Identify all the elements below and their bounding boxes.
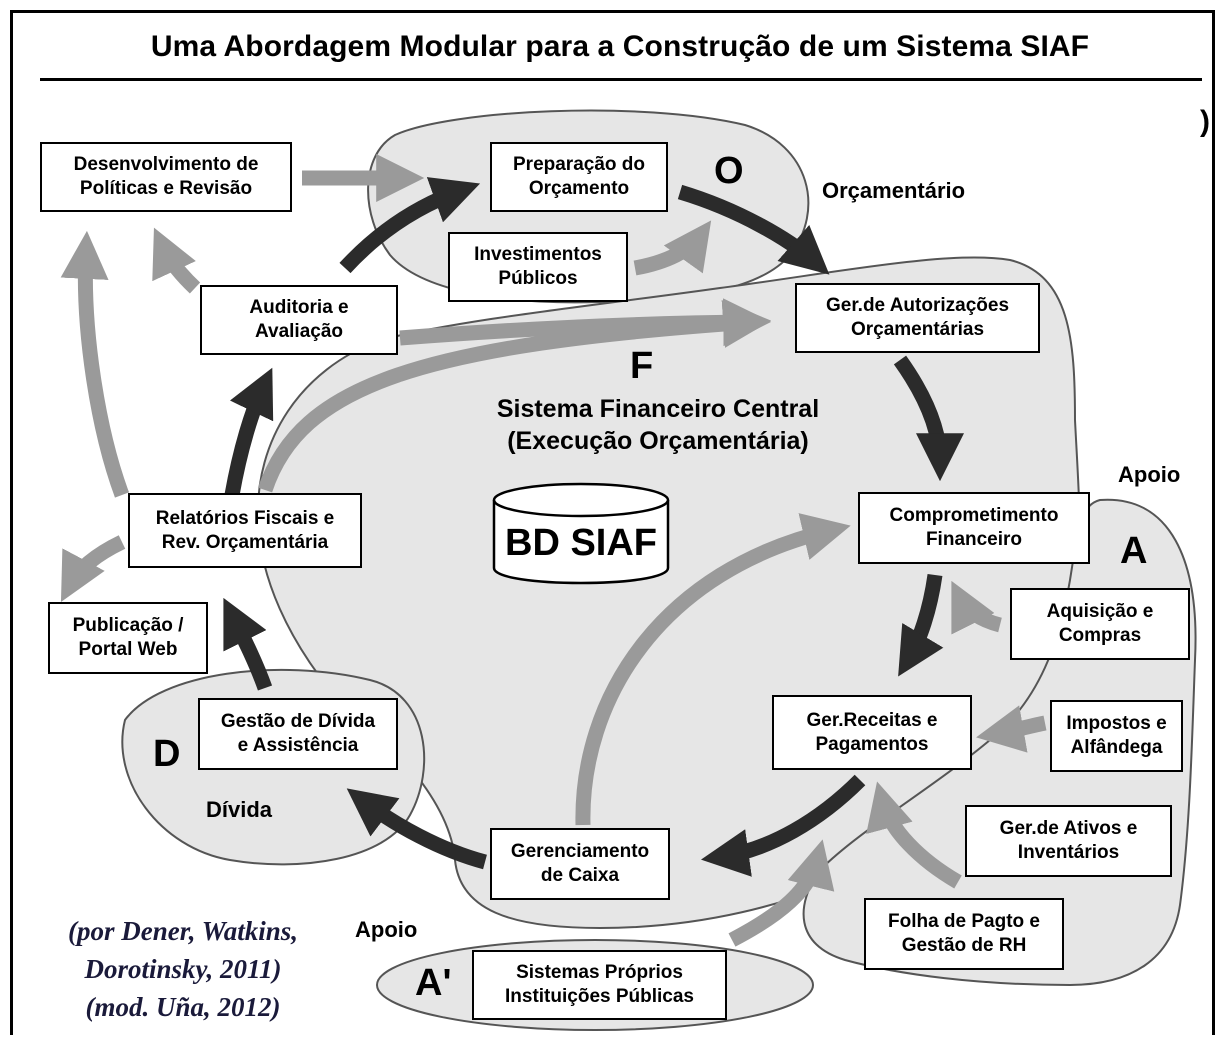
- box-investimentos-publicos: Investimentos Públicos: [448, 232, 628, 302]
- arrow-relatorios-to-desenvolvimento: [60, 230, 130, 498]
- region-letter-a-prime: A': [415, 962, 452, 1004]
- arrow-receitas-to-caixa: [700, 774, 866, 877]
- box-desenvolvimento-politicas: Desenvolvimento de Políticas e Revisão: [40, 142, 292, 212]
- arrow-divida-to-relatorios: [223, 597, 273, 691]
- arrow-auditoria-to-preparacao: [339, 177, 481, 274]
- title-rule: [40, 78, 1202, 81]
- box-gerenciamento-caixa: Gerenciamento de Caixa: [490, 828, 670, 900]
- region-label-apoio: Apoio: [1118, 462, 1181, 487]
- arrow-impostos-to-receitas: [976, 705, 1047, 753]
- database-icon: [492, 482, 670, 585]
- box-relatorios-fiscais: Relatórios Fiscais e Rev. Orçamentária: [128, 493, 362, 568]
- citation: (por Dener, Watkins, Dorotinsky, 2011) (…: [18, 912, 348, 1026]
- arrow-relatorios-to-publicacao: [60, 535, 126, 602]
- stray-mark: ): [1200, 105, 1210, 138]
- citation-line-1: (por Dener, Watkins,: [67, 916, 299, 946]
- region-label-apoio-proprio: Apoio: [355, 917, 418, 942]
- arrow-folha-to-receitas: [866, 781, 962, 889]
- database-label: BD SIAF: [505, 522, 657, 564]
- arrow-relatorios-to-autorizacoes: [257, 300, 772, 493]
- box-folha-pagamento: Folha de Pagto e Gestão de RH: [864, 898, 1064, 970]
- box-preparacao-orcamento: Preparação do Orçamento: [490, 142, 668, 212]
- box-ativos-inventarios: Ger.de Ativos e Inventários: [965, 805, 1172, 877]
- arrow-comprometimento-to-receitas: [898, 573, 944, 677]
- box-receitas-pagamentos: Ger.Receitas e Pagamentos: [772, 695, 972, 770]
- region-label-financeiro: Sistema Financeiro Central (Execução Orç…: [496, 395, 820, 455]
- citation-line-3: (mod. Uña, 2012): [85, 992, 281, 1022]
- box-impostos-alfandega: Impostos e Alfândega: [1050, 700, 1183, 772]
- box-aquisicao-compras: Aquisição e Compras: [1010, 588, 1190, 660]
- region-letter-o: O: [714, 150, 744, 192]
- arrow-auditoria-to-desenvolvimento: [152, 227, 201, 294]
- arrow-caixa-to-comprometimento: [575, 513, 851, 826]
- box-autorizacoes-orcamentarias: Ger.de Autorizações Orçamentárias: [795, 283, 1040, 353]
- diagram-frame: [10, 10, 1215, 1035]
- arrow-aquisicao-to-comprometimento: [951, 580, 1003, 635]
- box-sistemas-proprios: Sistemas Próprios Instituições Públicas: [472, 950, 727, 1020]
- arrow-sistemas-to-receitas: [728, 839, 835, 947]
- region-letter-a: A: [1120, 530, 1148, 572]
- region-label-orcamentario: Orçamentário: [822, 178, 966, 203]
- page-title: Uma Abordagem Modular para a Construção …: [150, 30, 1090, 63]
- box-comprometimento-financeiro: Comprometimento Financeiro: [858, 492, 1090, 564]
- arrow-autorizacoes-to-comprometimento: [893, 355, 964, 482]
- region-letter-d: D: [153, 733, 181, 775]
- region-label-divida: Dívida: [206, 797, 273, 822]
- arrow-preparacao-to-autorizacoes: [677, 184, 830, 275]
- box-publicacao-portal: Publicação / Portal Web: [48, 602, 208, 674]
- region-letter-f: F: [630, 345, 654, 387]
- arrow-caixa-to-divida: [346, 788, 487, 870]
- arrow-investimentos-to-preparacao: [633, 220, 712, 276]
- citation-line-2: Dorotinsky, 2011): [84, 954, 282, 984]
- box-auditoria-avaliacao: Auditoria e Avaliação: [200, 285, 398, 355]
- box-gestao-divida: Gestão de Dívida e Assistência: [198, 698, 398, 770]
- arrow-relatorios-to-auditoria: [224, 367, 274, 497]
